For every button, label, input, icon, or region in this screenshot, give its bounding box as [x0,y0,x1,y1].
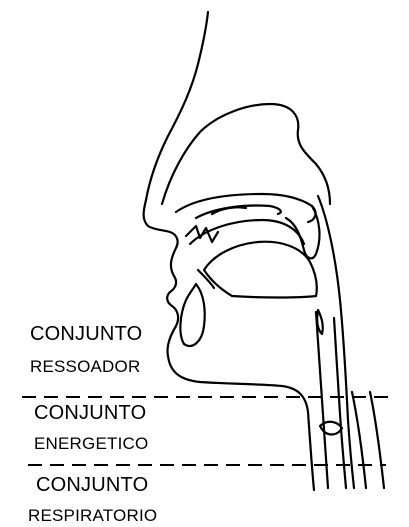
respiratory-label-line1: CONJUNTO [28,475,157,495]
resonator-label: CONJUNTO RESSOADOR [30,324,142,375]
respiratory-label: CONJUNTO RESPIRATORIO [28,475,157,524]
face-profile-outline [144,12,314,490]
energetic-label-line2: ENERGETICO [34,435,148,452]
energetic-label-line1: CONJUNTO [34,403,148,423]
larynx-front [316,312,328,488]
resonator-label-line2: RESSOADOR [30,358,142,375]
esophagus [352,392,384,488]
lower-jaw [180,284,204,346]
nasal-conchae [196,206,281,219]
nasal-cavity-dome [162,104,330,204]
energetic-label: CONJUNTO ENERGETICO [34,403,148,452]
resonator-label-line1: CONJUNTO [30,324,142,344]
tongue [204,242,317,298]
respiratory-label-line2: RESPIRATORIO [28,507,157,524]
